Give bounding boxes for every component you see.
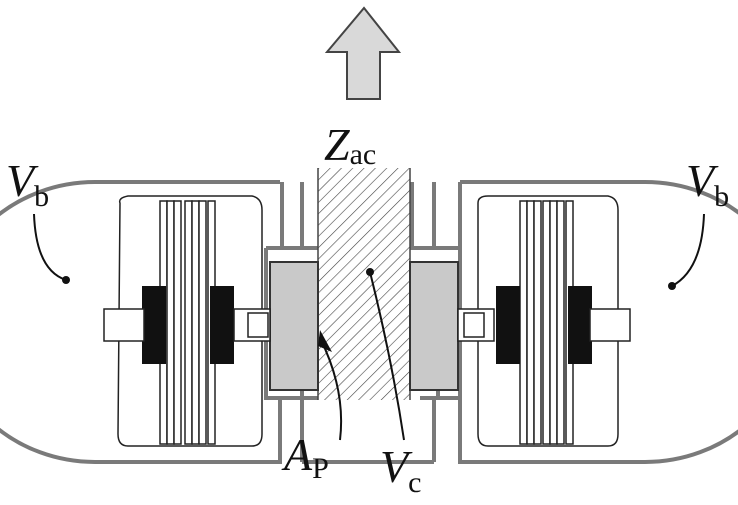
- center-channel-hatch: [318, 168, 410, 400]
- label-vb-right: Vb: [686, 155, 729, 213]
- label-vb-left: Vb: [6, 155, 49, 213]
- vb-left-dot: [62, 276, 70, 284]
- left-magnet-inner: [210, 286, 234, 364]
- vb-right-dot: [668, 282, 676, 290]
- right-magnet-outer: [568, 286, 592, 364]
- center-cavity-walls: [300, 182, 436, 464]
- label-ap: AP: [281, 429, 329, 485]
- label-vc: Vc: [380, 441, 421, 499]
- ap-arrowhead-icon: [318, 330, 332, 352]
- right-port-block: [409, 261, 459, 391]
- vc-dot: [366, 268, 374, 276]
- right-driver: [457, 195, 631, 447]
- label-zac: Zac: [324, 119, 376, 171]
- left-driver: [103, 195, 271, 447]
- enclosure-outline: [0, 180, 738, 464]
- left-magnet-outer: [142, 286, 166, 364]
- left-port-block: [269, 261, 319, 391]
- right-magnet-inner: [496, 286, 520, 364]
- output-arrow-icon: [324, 6, 402, 100]
